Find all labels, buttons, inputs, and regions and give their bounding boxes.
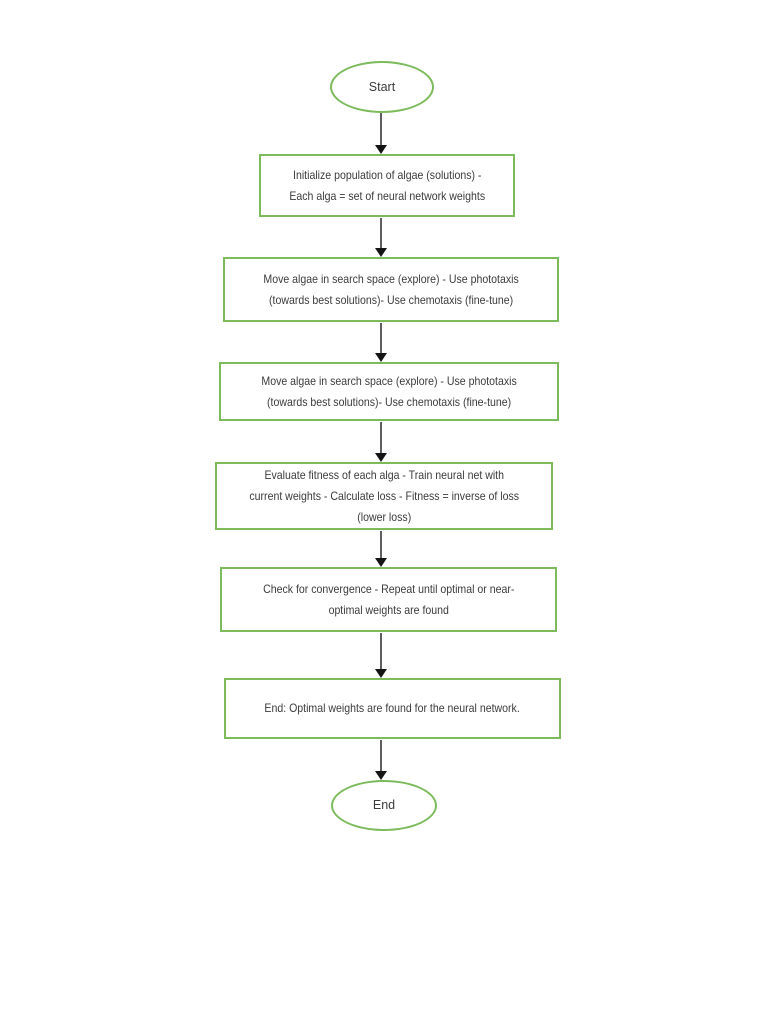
arrow-line — [380, 633, 382, 669]
arrow-down-connector — [375, 113, 387, 154]
flowchart-node-evaluate-fitness: Evaluate fitness of each alga - Train ne… — [215, 462, 553, 530]
node-label-initialize-population: Initialize population of algae (solution… — [289, 167, 485, 203]
arrow-line — [380, 323, 382, 353]
arrow-down-connector — [375, 218, 387, 257]
node-label-move-algae-1: Move algae in search space (explore) - U… — [263, 271, 519, 307]
arrow-line — [380, 740, 382, 771]
arrow-line — [380, 218, 382, 248]
arrow-head-icon — [375, 558, 387, 567]
flowchart-node-end: End — [331, 780, 437, 831]
arrow-head-icon — [375, 453, 387, 462]
arrow-down-connector — [375, 422, 387, 462]
node-label-evaluate-fitness: Evaluate fitness of each alga - Train ne… — [249, 467, 519, 524]
arrow-head-icon — [375, 771, 387, 780]
flowchart-node-end-statement: End: Optimal weights are found for the n… — [224, 678, 561, 739]
arrow-down-connector — [375, 633, 387, 678]
arrow-head-icon — [375, 145, 387, 154]
node-label-check-convergence: Check for convergence - Repeat until opt… — [262, 581, 515, 617]
arrow-head-icon — [375, 248, 387, 257]
node-label-end-statement: End: Optimal weights are found for the n… — [264, 701, 521, 715]
node-label-start: Start — [368, 79, 396, 94]
arrow-head-icon — [375, 669, 387, 678]
arrow-head-icon — [375, 353, 387, 362]
arrow-line — [380, 531, 382, 558]
arrow-line — [380, 422, 382, 453]
arrow-down-connector — [375, 323, 387, 362]
node-label-end: End — [372, 798, 396, 812]
arrow-down-connector — [375, 531, 387, 567]
flowchart-node-initialize-population: Initialize population of algae (solution… — [259, 154, 515, 217]
node-label-move-algae-2: Move algae in search space (explore) - U… — [261, 373, 517, 409]
flowchart-node-check-convergence: Check for convergence - Repeat until opt… — [220, 567, 557, 632]
arrow-down-connector — [375, 740, 387, 780]
flowchart-node-move-algae-2: Move algae in search space (explore) - U… — [219, 362, 559, 421]
flowchart-node-move-algae-1: Move algae in search space (explore) - U… — [223, 257, 559, 322]
arrow-line — [380, 113, 382, 145]
flowchart-node-start: Start — [330, 61, 434, 113]
